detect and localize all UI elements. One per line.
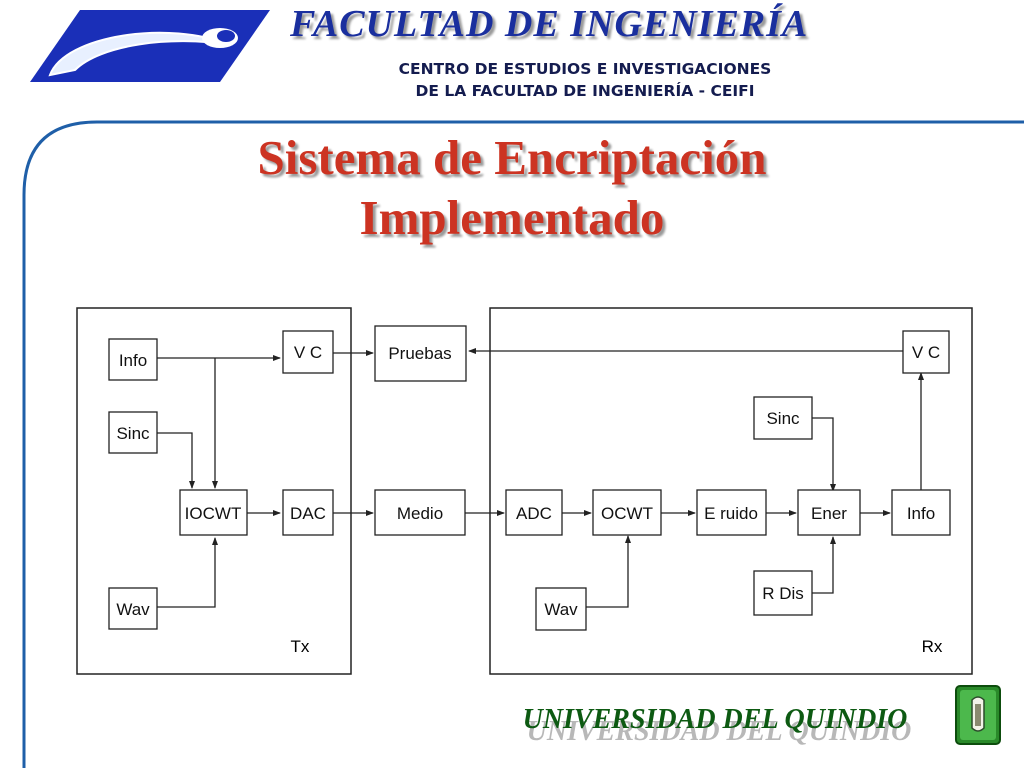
rx-info-block xyxy=(891,489,951,536)
rx-rdis-label: R Dis xyxy=(762,584,804,603)
tx-iocwt-block xyxy=(179,489,248,536)
tx-vc-block xyxy=(282,330,334,374)
rx-adc-block xyxy=(505,489,563,536)
rx-wav-block xyxy=(535,587,587,631)
rx-adc-label: ADC xyxy=(516,504,552,523)
rx-wav-label: Wav xyxy=(544,600,578,619)
wav-to-iocwt-arrow xyxy=(157,537,218,608)
title-line-1: Sistema de Encriptación xyxy=(257,130,767,185)
tx-iocwt-label: IOCWT xyxy=(185,504,242,523)
medio-block xyxy=(374,489,466,536)
tx-vc-label: V C xyxy=(294,343,322,362)
rx-rdis-block xyxy=(753,570,813,616)
faculty-title: FACULTAD DE INGENIERÍA xyxy=(290,3,809,45)
tx-label: Tx xyxy=(291,637,310,656)
tx-sinc-block xyxy=(108,411,158,454)
tx-wav-block xyxy=(108,587,158,630)
medio-label: Medio xyxy=(397,504,443,523)
rx-panel xyxy=(489,307,973,675)
rx-vc-label: V C xyxy=(912,343,940,362)
title-line-2: Implementado xyxy=(359,190,665,245)
tx-dac-label: DAC xyxy=(290,504,326,523)
tx-info-block xyxy=(108,338,158,381)
tx-sinc-label: Sinc xyxy=(116,424,150,443)
rx-sinc-label: Sinc xyxy=(766,409,800,428)
tx-wav-label: Wav xyxy=(116,600,150,619)
rx-eruido-label: E ruido xyxy=(704,504,758,523)
university-name-shadow: UNIVERSIDAD DEL QUINDIO xyxy=(526,716,912,747)
tx-info-label: Info xyxy=(119,351,147,370)
rx-wav-to-ocwt-arrow xyxy=(586,535,631,608)
pruebas-label: Pruebas xyxy=(388,344,451,363)
rx-ener-label: Ener xyxy=(811,504,847,523)
center-line-1: CENTRO DE ESTUDIOS E INVESTIGACIONES xyxy=(398,60,772,78)
center-line-2: DE LA FACULTAD DE INGENIERÍA - CEIFI xyxy=(415,82,755,100)
rx-info-label: Info xyxy=(907,504,935,523)
tx-panel xyxy=(76,307,352,675)
tx-dac-block xyxy=(282,489,334,536)
rx-ener-block xyxy=(797,489,861,536)
rx-eruido-block xyxy=(696,489,767,536)
rx-label: Rx xyxy=(922,637,943,656)
rx-ocwt-block xyxy=(592,489,662,536)
rx-sinc-to-ener-arrow xyxy=(812,417,836,492)
rdis-to-ener-arrow xyxy=(812,536,836,594)
sinc-to-iocwt-arrow xyxy=(157,432,195,489)
rx-vc-block xyxy=(902,330,950,374)
rx-sinc-block xyxy=(753,396,813,440)
rx-ocwt-label: OCWT xyxy=(601,504,653,523)
university-shield-logo-icon xyxy=(955,685,1001,745)
slide-title: Sistema de Encriptación Implementado xyxy=(110,128,914,248)
faculty-swoosh-logo-icon xyxy=(30,10,270,82)
university-name: UNIVERSIDAD DEL QUINDIO xyxy=(522,704,908,735)
research-center-name: CENTRO DE ESTUDIOS E INVESTIGACIONES DE … xyxy=(275,58,895,102)
pruebas-block xyxy=(374,325,467,382)
